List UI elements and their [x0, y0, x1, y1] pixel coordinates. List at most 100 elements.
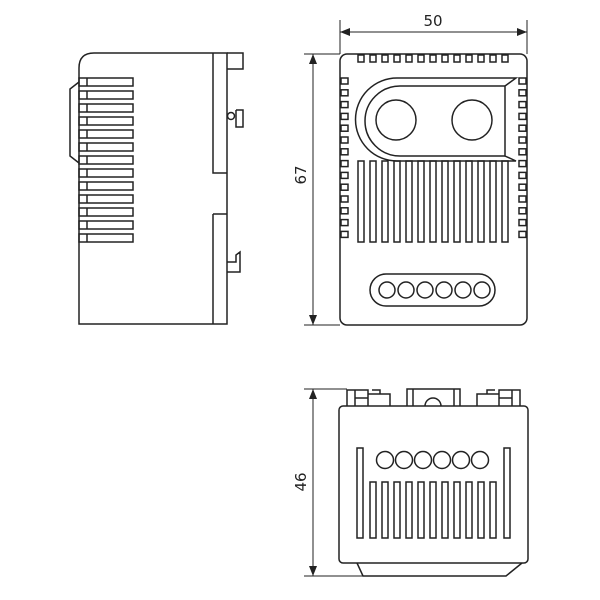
height-label: 67: [292, 165, 310, 184]
cooling-fin: [78, 129, 134, 139]
cooling-fin: [78, 168, 134, 178]
vent-tooth: [477, 54, 485, 63]
vent-slot: [453, 160, 461, 243]
dimension-depth: 46: [292, 388, 363, 577]
vent-slot: [501, 160, 509, 243]
led-indicator: [454, 281, 472, 299]
vent-slot: [381, 481, 389, 539]
vent-tooth: [340, 77, 349, 85]
cooling-fin: [78, 207, 134, 217]
vent-slot: [357, 160, 365, 243]
vent-slot: [369, 160, 377, 243]
vent-slot: [393, 481, 401, 539]
vent-slot: [465, 481, 473, 539]
vent-tooth: [518, 112, 527, 121]
vent-tooth: [518, 230, 527, 239]
led-indicator: [435, 281, 453, 299]
vent-tooth: [518, 159, 527, 168]
led-indicator: [451, 450, 471, 470]
vent-slot: [477, 481, 485, 539]
dimension-width: 50: [339, 12, 528, 54]
vent-tooth: [393, 54, 401, 63]
led-indicator: [394, 450, 414, 470]
vent-tooth: [518, 136, 527, 144]
vent-slot: [417, 160, 425, 243]
vent-tooth: [518, 207, 527, 215]
vent-slot: [405, 160, 413, 243]
bottom-view: [338, 388, 529, 577]
vent-tooth: [340, 148, 349, 156]
cooling-fin: [78, 181, 134, 191]
led-indicator: [413, 450, 433, 470]
cooling-fin: [78, 233, 134, 243]
vent-tooth: [518, 171, 527, 180]
led-indicator: [473, 281, 491, 299]
vent-tooth: [518, 89, 527, 97]
vent-tooth: [417, 54, 425, 63]
knob-right[interactable]: [451, 99, 493, 141]
vent-tooth: [340, 89, 349, 97]
vent-slot: [381, 160, 389, 243]
vent-tooth: [518, 195, 527, 203]
vent-tooth: [340, 195, 349, 203]
vent-slot: [405, 481, 413, 539]
vent-slot: [429, 481, 437, 539]
vent-tooth: [357, 54, 365, 63]
led-indicator: [432, 450, 452, 470]
vent-tooth: [340, 136, 349, 144]
vent-slot: [453, 481, 461, 539]
led-indicator: [470, 450, 490, 470]
vent-tooth: [340, 124, 349, 132]
cooling-fin: [78, 77, 134, 87]
vent-tooth: [340, 207, 349, 215]
vent-tooth: [441, 54, 449, 63]
vent-tooth: [465, 54, 473, 63]
led-indicator: [378, 281, 396, 299]
vent-tooth: [518, 148, 527, 156]
vent-slot: [489, 481, 497, 539]
vent-slot: [441, 160, 449, 243]
vent-tooth: [369, 54, 377, 63]
cooling-fin: [78, 220, 134, 230]
vent-tooth: [518, 100, 527, 109]
cooling-fin: [78, 142, 134, 152]
vent-tooth: [429, 54, 437, 63]
vent-tooth: [489, 54, 497, 63]
vent-tooth: [518, 124, 527, 132]
vent-slot: [429, 160, 437, 243]
cooling-fin: [78, 116, 134, 126]
front-view: [339, 53, 528, 326]
vent-slot: [369, 481, 377, 539]
cooling-fin: [78, 103, 134, 113]
led-indicator: [397, 281, 415, 299]
led-indicator: [416, 281, 434, 299]
vent-tooth: [453, 54, 461, 63]
side-view: [69, 52, 244, 325]
vent-tooth: [340, 100, 349, 109]
vent-tooth: [405, 54, 413, 63]
vent-tooth: [340, 171, 349, 180]
vent-slot: [441, 481, 449, 539]
dimension-height: 67: [292, 53, 340, 326]
led-indicator: [375, 450, 395, 470]
vent-tooth: [340, 159, 349, 168]
vent-slot: [477, 160, 485, 243]
vent-tooth: [340, 230, 349, 239]
vent-slot: [489, 160, 497, 243]
vent-slot: [393, 160, 401, 243]
vent-tooth: [340, 112, 349, 121]
cooling-fin: [78, 155, 134, 165]
knob-left[interactable]: [375, 99, 417, 141]
vent-tooth: [518, 183, 527, 191]
vent-tooth: [381, 54, 389, 63]
depth-label: 46: [292, 472, 310, 491]
cooling-fin: [78, 194, 134, 204]
vent-tooth: [340, 218, 349, 227]
vent-tooth: [518, 77, 527, 85]
vent-tooth: [518, 218, 527, 227]
vent-tooth: [501, 54, 509, 63]
vent-slot: [465, 160, 473, 243]
vent-tooth: [340, 183, 349, 191]
